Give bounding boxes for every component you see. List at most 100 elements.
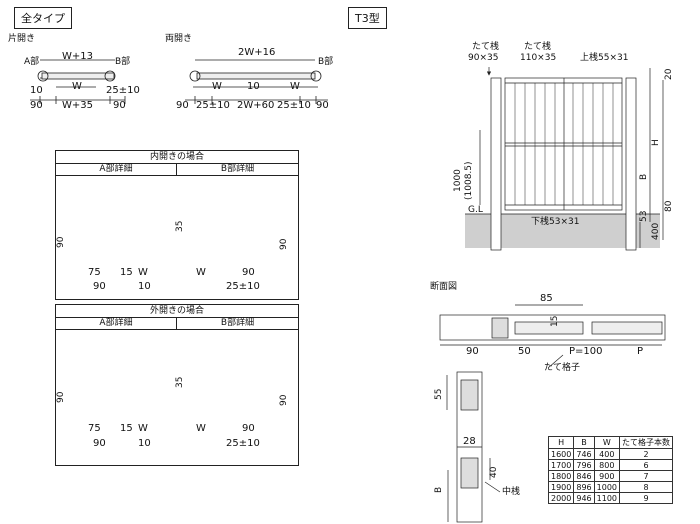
spec-cell: 1800 [547,470,575,482]
section-90: 90 [466,346,479,357]
inward-b-90: 90 [279,238,289,250]
double-b-part: B部 [318,57,334,67]
gate-elevation-drawing [465,67,664,251]
spec-table-row: 1900 896 1000 8 [547,481,673,493]
single-b-part: B部 [115,57,131,67]
t3-type-badge: T3型 [348,7,387,29]
post1-label: たて桟 [472,42,500,52]
outward-b-tol: 25±10 [226,438,260,449]
inward-a-10: 10 [138,281,151,292]
double-gap: 10 [247,81,260,92]
section-15: 15 [550,315,560,327]
post2-label: たて桟 [524,42,552,52]
inward-panel-title: 内開きの場合 [56,151,298,164]
outward-a-10: 10 [138,438,151,449]
side-40: 40 [489,466,499,478]
outward-a-w: W [138,423,148,434]
outward-b-35: 35 [175,376,185,388]
double-left-dim: 90 [176,100,189,111]
outward-b-90b: 90 [242,423,255,434]
all-type-badge: 全タイプ [14,7,72,29]
spec-table-row: 1800 846 900 7 [547,470,673,482]
outward-a-height: 90 [56,391,66,403]
spec-cell: 1700 [547,459,575,471]
ground-level-label: G.L [468,205,483,215]
spec-cell: 746 [573,448,595,460]
dim-1000: 1000 [453,169,463,192]
spec-cell: 1000 [593,481,621,493]
spec-cell: 2 [619,448,673,460]
double-top-dim: 2W+16 [238,47,276,58]
outward-b-w: W [196,423,206,434]
spec-col-slats: たて格子本数 [619,436,673,449]
inward-b-title: B部詳細 [177,163,298,176]
height-h-label: H [651,139,661,146]
inward-b-90b: 90 [242,267,255,278]
dim-80: 80 [664,200,674,212]
outward-a-title: A部詳細 [56,317,177,330]
spec-cell: 400 [593,448,621,460]
inward-a-height: 90 [56,236,66,248]
section-title: 断面図 [430,282,458,292]
inward-a-15: 15 [120,267,133,278]
single-w-dim: W [72,81,82,92]
spec-cell: 946 [573,492,595,504]
section-pitch: P=100 [569,346,603,357]
outward-detail-panel: 外開きの場合 A部詳細 B部詳細 [55,304,299,466]
spec-table-row: 2000 946 1100 9 [547,492,673,504]
section-50: 50 [518,346,531,357]
spec-table-row: 1700 796 800 6 [547,459,673,471]
dim-400: 400 [651,222,661,240]
slat-label: たて格子 [544,363,581,373]
outward-panel-title: 外開きの場合 [56,305,298,318]
inward-a-90: 90 [93,281,106,292]
spec-table-header-row: H B W たて格子本数 [547,436,673,449]
section-p: P [637,346,644,357]
outward-b-title: B部詳細 [177,317,298,330]
side-b: B [434,486,444,493]
single-gap-dim: 10 [30,85,43,96]
dim-53: 53 [639,210,649,222]
double-leaf-plan [185,59,328,104]
double-w-right: W [290,81,300,92]
cross-section-drawing [439,304,666,369]
spec-cell: 8 [619,481,673,493]
dim-20: 20 [664,68,674,80]
spec-cell: 796 [573,459,595,471]
spec-cell: 9 [619,492,673,504]
double-bottom-dim: 2W+60 [237,100,275,111]
spec-cell: 896 [573,481,595,493]
outward-a-15: 15 [120,423,133,434]
single-leaf-plan [30,59,126,104]
inward-a-75: 75 [88,267,101,278]
double-right-dim: 90 [316,100,329,111]
single-leaf-label: 片開き [8,34,36,44]
spec-cell: 1900 [547,481,575,493]
post2-size: 110×35 [520,53,557,63]
spec-table-row: 1600 746 400 2 [547,448,673,460]
single-bottom-dim: W+35 [62,100,93,111]
dim-1008: (1008.5) [464,161,474,200]
inward-b-35: 35 [175,220,185,232]
outward-a-90: 90 [93,438,106,449]
inward-b-w: W [196,267,206,278]
spec-cell: 7 [619,470,673,482]
spec-cell: 1100 [593,492,621,504]
side-55: 55 [434,388,444,400]
outward-b-90: 90 [279,394,289,406]
double-tol-right: 25±10 [277,100,311,111]
post1-size: 90×35 [468,53,499,63]
double-w-left: W [212,81,222,92]
spec-col-b: B [573,436,595,449]
single-a-part: A部 [24,57,40,67]
inward-a-title: A部詳細 [56,163,177,176]
spec-col-h: H [547,436,575,449]
section-85: 85 [540,293,553,304]
side-section-drawing [446,371,501,523]
spec-cell: 900 [593,470,621,482]
side-28: 28 [463,436,476,447]
inward-detail-panel: 内開きの場合 A部詳細 B部詳細 [55,150,299,300]
spec-cell: 2000 [547,492,575,504]
outward-a-75: 75 [88,423,101,434]
single-left-dim: 90 [30,100,43,111]
